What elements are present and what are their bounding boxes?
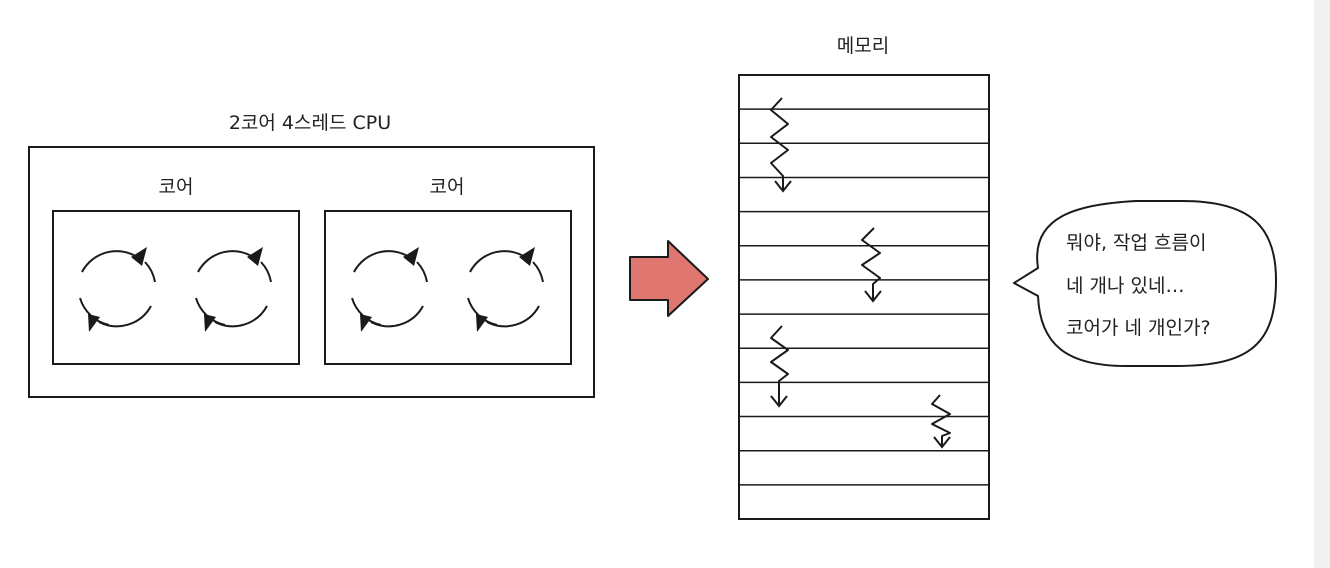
thread-cycle-icon-1	[79, 247, 156, 332]
core-box-1	[52, 210, 300, 365]
thread-cycle-icon-4	[467, 247, 544, 332]
memory-box	[738, 74, 990, 520]
zigzag-arrow-icon-3	[770, 325, 789, 408]
cpu-box	[28, 146, 595, 398]
core-box-2	[324, 210, 572, 365]
thread-cycle-icon-3	[351, 247, 428, 332]
zigzag-arrow-icon-1	[770, 97, 792, 193]
right-edge-strip	[1314, 0, 1330, 568]
cpu-group: 2코어 4스레드 CPU 코어 코어	[28, 112, 595, 398]
zigzag-arrow-icon-2	[861, 227, 882, 303]
cpu-title: 2코어 4스레드 CPU	[229, 112, 391, 134]
core-label-2: 코어	[430, 176, 465, 198]
speech-line-3: 코어가 네 개인가?	[1066, 317, 1211, 339]
speech-line-2: 네 개나 있네…	[1066, 275, 1184, 297]
memory-rows	[739, 108, 989, 486]
zigzag-arrow-icon-4	[931, 394, 951, 449]
core-label-1: 코어	[159, 176, 194, 198]
speech-bubble-outline	[1013, 200, 1277, 367]
speech-bubble: 뭐야, 작업 흐름이 네 개나 있네… 코어가 네 개인가?	[1013, 200, 1277, 367]
right-arrow-icon	[629, 240, 709, 317]
thread-cycle-icon-2	[195, 247, 272, 332]
memory-group: 메모리	[738, 35, 990, 520]
speech-line-1: 뭐야, 작업 흐름이	[1066, 232, 1206, 254]
memory-title: 메모리	[837, 35, 889, 57]
